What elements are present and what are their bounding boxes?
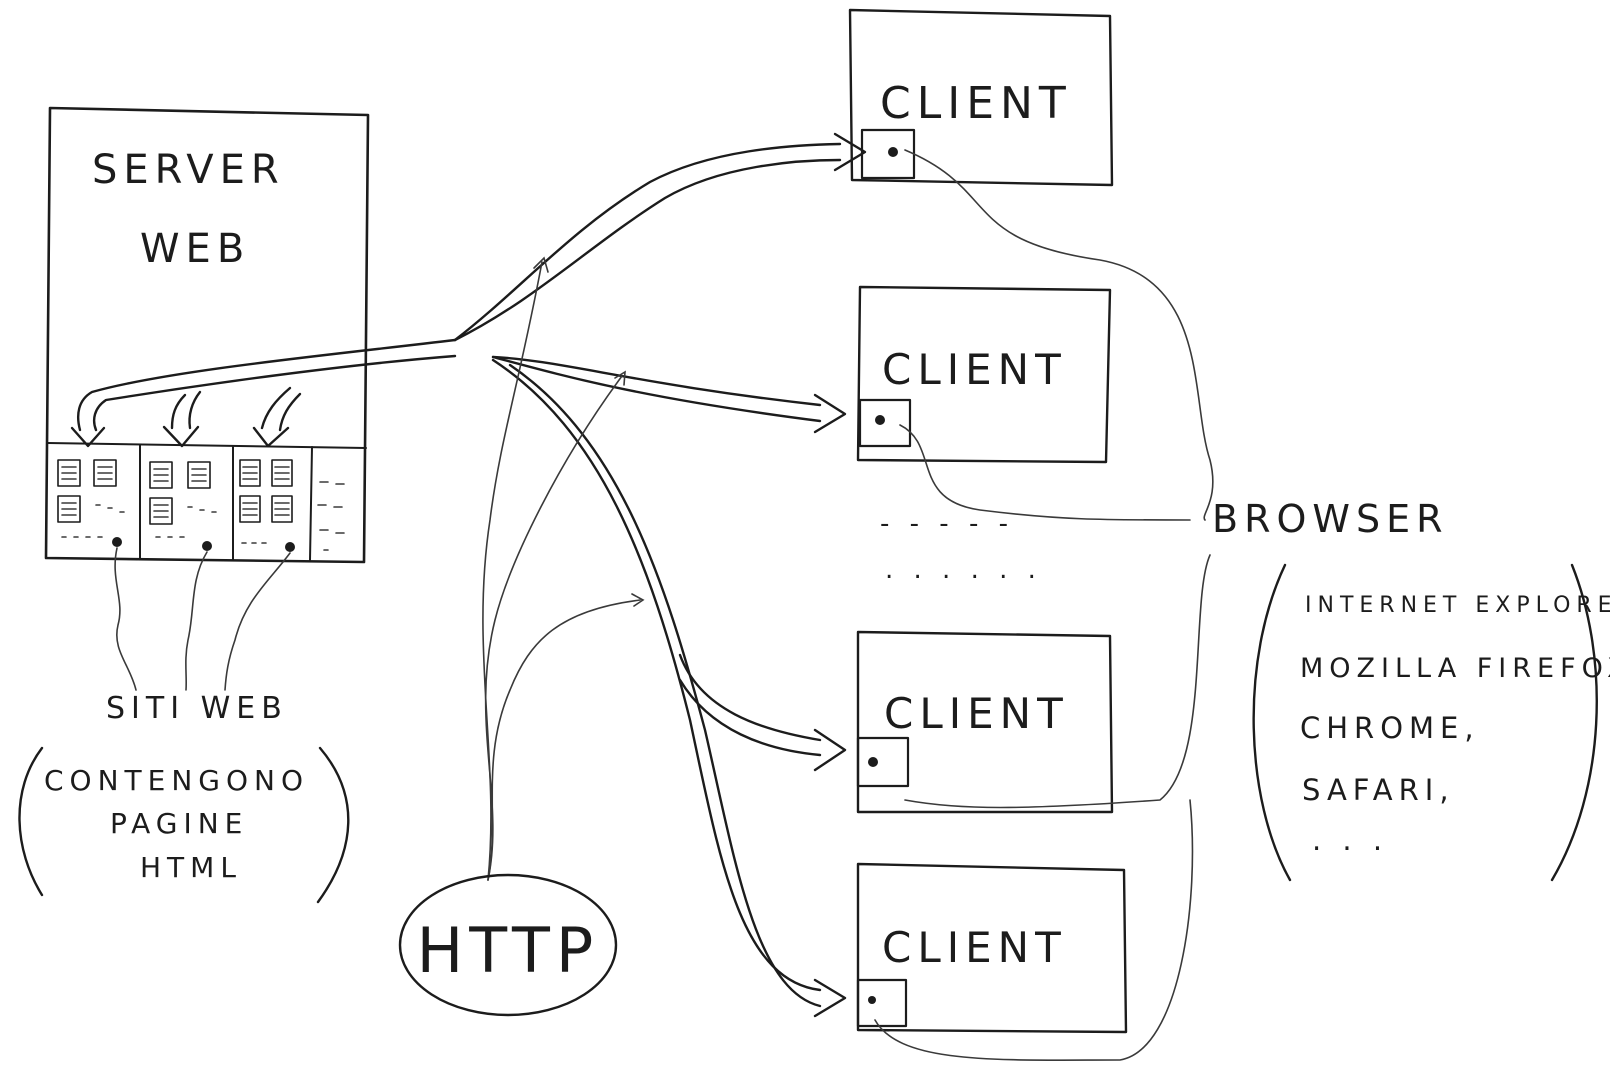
server-label-line1: SERVER [92,147,285,193]
site-link-dot-2 [202,541,212,551]
browser-dot-4 [868,996,876,1004]
browser-item-5: . . . [1312,823,1388,857]
client-label-1: CLIENT [880,78,1072,129]
site-link-dot-1 [112,537,122,547]
arrowhead-site-2 [162,425,200,448]
sites-label: SITI WEB [106,691,288,726]
browser-list: INTERNET EXPLORER, MOZILLA FIREFOX, CHRO… [1252,563,1610,882]
browser-item-1: INTERNET EXPLORER, [1305,593,1610,618]
arrowhead-client-3 [813,728,847,772]
arrowhead-client-1 [833,132,867,172]
ellipsis-row-1: - - - - - [880,509,1014,539]
client-label-2: CLIENT [882,345,1067,394]
client-label-3: CLIENT [884,689,1069,738]
sites-note: CONTENGONO PAGINE HTML [18,746,350,904]
site-link-dot-3 [285,542,295,552]
browser-label: BROWSER [1212,497,1449,541]
protocol-label: HTTP [417,914,600,987]
browser-item-2: MOZILLA FIREFOX, [1300,653,1610,684]
sites-note-line1: CONTENGONO [44,764,309,797]
http-bubble: HTTP [398,873,618,1017]
browser-dot-1 [888,147,898,157]
arrowhead-client-4 [813,978,847,1018]
client-4: CLIENT [856,862,1128,1034]
browser-leaders [874,149,1214,1061]
server-box: SERVER WEB [44,106,370,564]
sites-note-line3: HTML [140,851,242,884]
server-label-line2: WEB [140,226,250,272]
arrowhead-client-2 [813,393,847,434]
arrowhead-site-1 [70,426,106,448]
client-3: CLIENT [856,630,1114,814]
client-1: CLIENT [848,8,1114,187]
sites-note-line2: PAGINE [110,807,248,840]
client-2: CLIENT [856,285,1112,464]
arrowhead-site-3 [252,426,290,448]
ellipsis-row-2: . . . . . . [885,555,1042,585]
client-label-4: CLIENT [882,923,1067,972]
browser-item-3: CHROME, [1300,711,1480,745]
site-leaders [114,547,291,691]
http-leaders [482,256,645,881]
browser-dot-2 [875,415,885,425]
browser-item-4: SAFARI, [1302,773,1455,807]
site-panels [57,444,345,561]
browser-dot-3 [868,757,878,767]
